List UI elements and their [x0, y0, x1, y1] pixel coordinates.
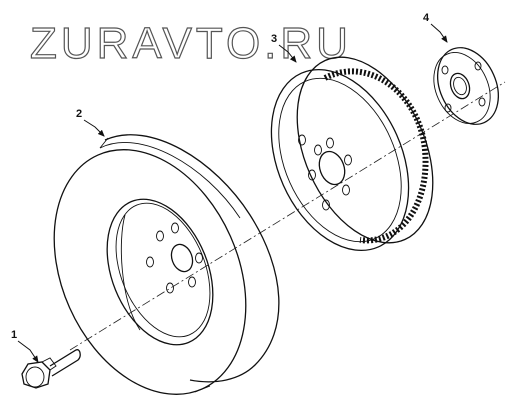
callout-label: 2 — [76, 108, 82, 120]
callout-label: 1 — [11, 329, 17, 341]
watermark-text: ZURAVTO.RU — [30, 19, 352, 68]
crankshaft-bolt-icon — [21, 349, 81, 389]
callout-2: 2 — [76, 108, 105, 137]
callout-label: 3 — [271, 33, 277, 45]
crankshaft-balancer-icon — [53, 134, 280, 395]
crankshaft-pulley-icon — [270, 56, 434, 252]
callout-3: 3 — [271, 33, 297, 63]
callout-label: 4 — [423, 12, 430, 24]
callout-1: 1 — [11, 329, 39, 363]
callout-4: 4 — [423, 12, 448, 43]
crankshaft-sprocket-icon — [433, 47, 499, 125]
center-axis-line — [69, 81, 506, 351]
